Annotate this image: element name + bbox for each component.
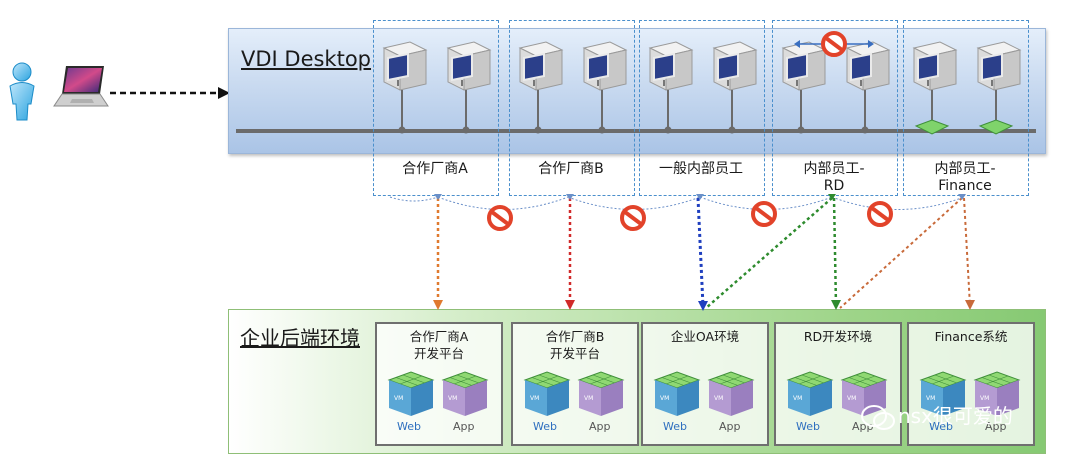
group-label-rd-staff: 内部员工-RD xyxy=(803,161,865,194)
svg-text:VM: VM xyxy=(926,395,935,402)
svg-text:VM: VM xyxy=(714,395,723,402)
access-line-finance-rd xyxy=(839,197,963,309)
isolation-arc xyxy=(389,196,439,202)
forbidden-icon xyxy=(487,205,513,231)
access-line-general xyxy=(696,197,705,307)
env-title: Finance系统 xyxy=(934,329,1008,344)
svg-text:VM: VM xyxy=(394,395,403,402)
group-box-finance-staff xyxy=(903,20,1029,196)
web-label: Web xyxy=(397,420,421,433)
watermark-text: nsx很可爱的 xyxy=(898,404,1013,428)
wechat-icon xyxy=(861,405,895,430)
access-line-rd-dev xyxy=(832,197,838,307)
vm-cube-app-icon: VM xyxy=(973,371,1021,416)
svg-text:VM: VM xyxy=(530,395,539,402)
app-label: App xyxy=(589,420,611,433)
backend-title: 企业后端环境 xyxy=(240,326,360,350)
svg-text:VM: VM xyxy=(448,395,457,402)
vm-desktop-icon xyxy=(712,41,758,134)
svg-text:VM: VM xyxy=(793,395,802,402)
web-label: Web xyxy=(796,420,820,433)
env-title: 企业OA环境 xyxy=(670,329,740,344)
vm-cube-web-icon: VM xyxy=(387,371,435,416)
vm-desktop-icon xyxy=(382,41,428,134)
vdi-network-bus xyxy=(236,129,1036,133)
vm-cube-app-icon: VM xyxy=(707,371,755,416)
svg-text:VM: VM xyxy=(847,395,856,402)
svg-text:VM: VM xyxy=(584,395,593,402)
vdi-title: VDI Desktop xyxy=(241,47,372,71)
vm-desktop-icon xyxy=(446,41,492,134)
isolation-arc xyxy=(831,196,965,210)
vm-desktop-icon xyxy=(648,41,694,134)
web-label: Web xyxy=(663,420,687,433)
vm-desktop-icon xyxy=(518,41,564,134)
group-label-finance-staff: 内部员工-Finance xyxy=(934,161,996,194)
svg-text:VM: VM xyxy=(660,395,669,402)
web-label: Web xyxy=(929,420,953,433)
connection-arrow xyxy=(110,87,230,99)
laptop-icon xyxy=(53,66,109,107)
env-title: RD开发环境 xyxy=(803,329,873,344)
vm-desktop-icon xyxy=(912,41,958,135)
vm-cube-app-icon: VM xyxy=(441,371,489,416)
group-label-general-staff: 一般内部员工 xyxy=(659,161,743,177)
vm-cube-web-icon: VM xyxy=(523,371,571,416)
app-label: App xyxy=(453,420,475,433)
user-icon xyxy=(9,62,35,121)
forbidden-icon xyxy=(867,201,893,227)
app-label: App xyxy=(985,420,1007,433)
web-label: Web xyxy=(533,420,557,433)
vdi-desktop-panel xyxy=(228,28,1046,154)
group-label-partner-a: 合作厂商A xyxy=(402,161,468,177)
forbidden-icon xyxy=(821,31,847,57)
app-label: App xyxy=(719,420,741,433)
vm-cube-app-icon: VM xyxy=(577,371,625,416)
vm-cube-web-icon: VM xyxy=(919,371,967,416)
forbidden-icon xyxy=(620,205,646,231)
vm-desktop-icon xyxy=(976,41,1022,135)
vm-cube-app-icon: VM xyxy=(840,371,888,416)
vm-cube-web-icon: VM xyxy=(786,371,834,416)
vm-desktop-icon xyxy=(845,41,891,134)
forbidden-icon xyxy=(751,201,777,227)
app-label: App xyxy=(852,420,874,433)
group-label-partner-b: 合作厂商B xyxy=(538,161,604,177)
vm-cube-web-icon: VM xyxy=(653,371,701,416)
vm-desktop-icon xyxy=(582,41,628,134)
access-line-finance xyxy=(963,197,971,307)
svg-text:VM: VM xyxy=(980,395,989,402)
